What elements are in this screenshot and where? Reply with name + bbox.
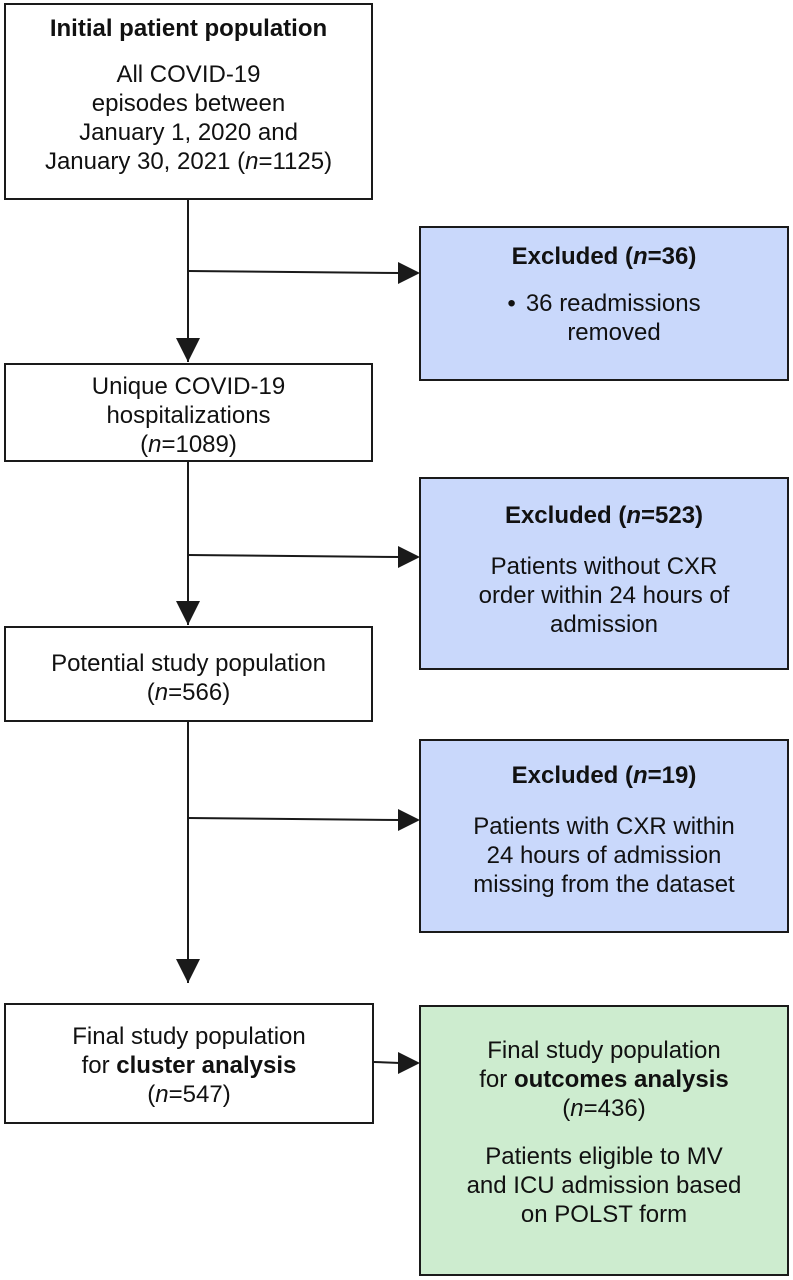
arrowhead-down-2 <box>176 601 200 625</box>
exclusion-box-missing-cxr: Excluded (n=19) Patients with CXR within… <box>419 739 789 933</box>
outcomes-line-3: Patients eligible to MV <box>485 1143 723 1170</box>
exclusion2-line-2: order within 24 hours of <box>478 582 730 609</box>
arrowhead-right-1 <box>398 262 420 284</box>
outcomes-line-4: and ICU admission based <box>466 1172 742 1199</box>
unique-line-2: hospitalizations <box>106 402 271 429</box>
initial-line-3: January 1, 2020 and <box>79 119 298 146</box>
exclusion1-title: Excluded (n=36) <box>511 243 697 270</box>
exclusion1-line-2: removed <box>567 319 661 346</box>
initial-line-2: episodes between <box>91 90 286 117</box>
outcomes-count: (n=436) <box>562 1095 646 1122</box>
exclusion-box-readmissions: Excluded (n=36) •36 readmissions removed <box>419 226 789 381</box>
initial-population-title: Initial patient population <box>49 15 328 42</box>
initial-line-1: All COVID-19 <box>116 61 261 88</box>
exclusion3-line-3: missing from the dataset <box>473 871 735 898</box>
branch-to-exclusion1 <box>187 270 401 274</box>
initial-population-box: Initial patient population All COVID-19 … <box>4 3 373 200</box>
arrowhead-down-3 <box>176 959 200 983</box>
arrow-cluster-to-outcomes <box>373 1061 401 1064</box>
exclusion1-bullet-item: •36 readmissions <box>507 290 701 317</box>
branch-to-exclusion3 <box>187 817 401 821</box>
arrowhead-right-3 <box>398 809 420 831</box>
exclusion3-title: Excluded (n=19) <box>511 762 697 789</box>
initial-line-4: January 30, 2021 (n=1125) <box>44 148 333 175</box>
exclusion-box-no-cxr-order: Excluded (n=523) Patients without CXR or… <box>419 477 789 670</box>
outcomes-analysis-box: Final study population for outcomes anal… <box>419 1005 789 1276</box>
exclusion2-title: Excluded (n=523) <box>504 502 704 529</box>
outcomes-line-1: Final study population <box>487 1037 721 1064</box>
bullet-icon: • <box>507 290 516 317</box>
cluster-line-2: for cluster analysis <box>81 1052 297 1079</box>
branch-to-exclusion2 <box>187 554 401 558</box>
exclusion2-line-1: Patients without CXR <box>490 553 718 580</box>
arrowhead-right-4 <box>398 1052 420 1074</box>
exclusion3-line-1: Patients with CXR within <box>473 813 735 840</box>
potential-population-box: Potential study population (n=566) <box>4 626 373 722</box>
arrowhead-right-2 <box>398 546 420 568</box>
unique-line-1: Unique COVID-19 <box>91 373 286 400</box>
cluster-count: (n=547) <box>147 1081 231 1108</box>
potential-count: (n=566) <box>146 679 231 706</box>
arrowhead-down-1 <box>176 338 200 362</box>
outcomes-line-2: for outcomes analysis <box>479 1066 729 1093</box>
potential-line-1: Potential study population <box>51 650 326 677</box>
unique-count: (n=1089) <box>140 431 237 458</box>
outcomes-line-5: on POLST form <box>520 1201 688 1228</box>
unique-hospitalizations-box: Unique COVID-19 hospitalizations (n=1089… <box>4 363 373 462</box>
cluster-analysis-box: Final study population for cluster analy… <box>4 1003 374 1124</box>
exclusion2-line-3: admission <box>549 611 659 638</box>
cluster-line-1: Final study population <box>72 1023 306 1050</box>
exclusion3-line-2: 24 hours of admission <box>486 842 722 869</box>
